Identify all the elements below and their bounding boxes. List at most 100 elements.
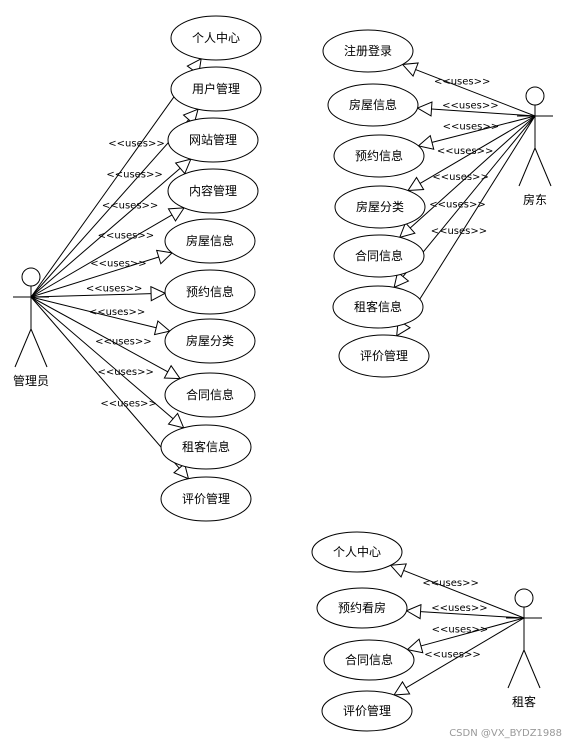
uses-label: <<uses>> [437, 146, 493, 157]
arrowhead [155, 249, 174, 265]
association-line [420, 617, 525, 647]
association-line [420, 611, 525, 619]
use-case-ellipse [164, 218, 256, 264]
use-case-group: 个人中心用户管理网站管理内容管理房屋信息预约信息房屋分类合同信息租客信息评价管理… [160, 15, 430, 732]
use-case-ellipse [316, 587, 408, 629]
arrowhead [153, 320, 171, 336]
association-line [402, 115, 536, 277]
uses-label: <<uses>> [102, 201, 158, 212]
uses-label: <<uses>> [108, 138, 164, 149]
uses-label: <<uses>> [90, 259, 146, 270]
use-case-ellipse [323, 639, 415, 681]
use-case-l3: 预约信息 [333, 134, 425, 178]
association-line [409, 115, 536, 229]
use-case-label: 预约信息 [186, 284, 234, 299]
arrowhead [163, 364, 182, 380]
use-case-ellipse [332, 285, 424, 329]
actor-head [21, 267, 41, 287]
uses-label: <<uses>> [431, 603, 487, 614]
uses-label: <<uses>> [424, 649, 480, 660]
association-line [403, 115, 536, 325]
use-case-label: 租客信息 [354, 299, 402, 314]
association-line [431, 115, 536, 143]
association-line [30, 69, 194, 298]
actor-left-leg [14, 328, 32, 368]
use-case-ellipse [327, 83, 419, 127]
use-case-a5: 房屋信息 [164, 218, 256, 264]
actor-right-leg [30, 328, 48, 368]
use-case-label: 房屋分类 [356, 199, 404, 214]
uses-label: <<uses>> [429, 199, 485, 210]
uses-label: <<uses>> [86, 284, 142, 295]
arrowhead [167, 412, 185, 429]
actor-head [525, 86, 545, 106]
use-case-a3: 网站管理 [167, 117, 259, 163]
use-case-label: 评价管理 [360, 348, 408, 363]
use-case-label: 网站管理 [189, 132, 237, 147]
arrowhead [393, 680, 411, 696]
use-case-label: 用户管理 [192, 81, 240, 96]
use-case-ellipse [311, 531, 403, 573]
use-case-label: 合同信息 [355, 248, 403, 263]
use-case-label: 注册登录 [344, 43, 392, 58]
uses-label: <<uses>> [95, 337, 151, 348]
use-case-label: 合同信息 [186, 387, 234, 402]
use-case-t4: 评价管理 [321, 690, 413, 732]
use-case-ellipse [160, 476, 252, 522]
arrowhead [150, 285, 167, 302]
use-case-l5: 合同信息 [333, 234, 425, 278]
use-case-label: 预约看房 [338, 600, 386, 615]
actor-left-leg [507, 649, 525, 689]
association-line [30, 119, 190, 298]
association-line [405, 617, 525, 689]
use-case-label: 内容管理 [189, 183, 237, 198]
association-line [30, 167, 181, 298]
association-labels: <<uses>> <<uses>> <<uses>> <<uses>> <<uses>>… [86, 77, 499, 661]
use-case-label: 房屋信息 [186, 233, 234, 248]
association-line [30, 256, 159, 298]
association-line [30, 296, 180, 469]
use-case-label: 评价管理 [343, 703, 391, 718]
arrowhead [416, 101, 433, 117]
association-line [30, 296, 168, 373]
use-case-a6: 预约信息 [164, 269, 256, 315]
arrowhead [417, 134, 435, 150]
use-case-label: 房屋信息 [349, 97, 397, 112]
uses-label: <<uses>> [431, 226, 487, 237]
association-edges [30, 57, 536, 696]
use-case-l1: 注册登录 [322, 29, 414, 73]
actor-left-leg [518, 147, 536, 187]
use-case-t1: 个人中心 [311, 531, 403, 573]
use-case-a7: 房屋分类 [164, 318, 256, 364]
actor-landlord: 房东 [517, 86, 553, 207]
arrowhead [389, 563, 407, 578]
association-line [30, 293, 152, 298]
actor-right-leg [523, 649, 541, 689]
uses-label: <<uses>> [89, 307, 145, 318]
use-case-a8: 合同信息 [164, 372, 256, 418]
use-case-a1: 个人中心 [170, 15, 262, 61]
association-line [415, 69, 536, 117]
use-case-a4: 内容管理 [167, 168, 259, 214]
use-case-l4: 房屋分类 [334, 185, 426, 229]
actor-label: 租客 [512, 694, 536, 709]
association-line [419, 115, 536, 184]
uses-label: <<uses>> [98, 231, 154, 242]
actor-tenant: 租客 [506, 588, 542, 709]
use-case-ellipse [164, 269, 256, 315]
arrowhead [174, 158, 192, 175]
uses-label: <<uses>> [97, 367, 153, 378]
use-case-ellipse [160, 424, 252, 470]
association-line [30, 214, 173, 298]
uses-label: <<uses>> [100, 399, 156, 410]
arrowhead [173, 462, 190, 480]
use-case-ellipse [333, 134, 425, 178]
use-case-l2: 房屋信息 [327, 83, 419, 127]
actor-label: 房东 [523, 192, 547, 207]
use-case-label: 预约信息 [355, 148, 403, 163]
uses-label: <<uses>> [443, 121, 499, 132]
use-case-ellipse [338, 334, 430, 378]
uses-label: <<uses>> [106, 170, 162, 181]
